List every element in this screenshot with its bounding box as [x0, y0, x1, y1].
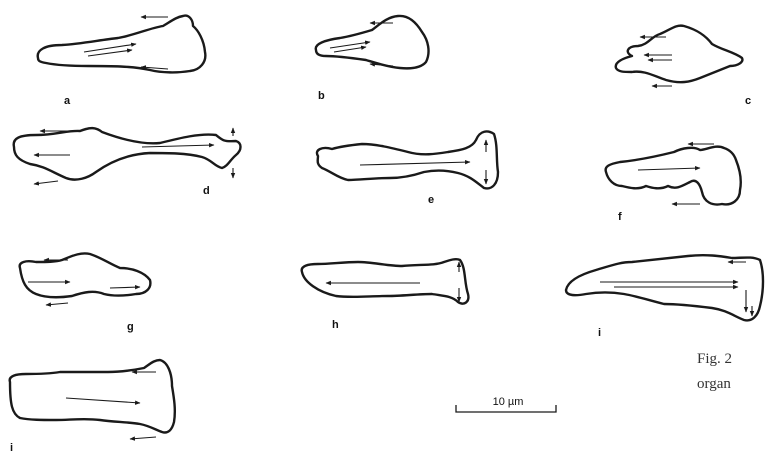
panel-label-i: i — [598, 327, 601, 339]
cell-outline-a: a — [38, 16, 206, 107]
panel-label-g: g — [127, 321, 134, 333]
panel-label-f: f — [618, 211, 622, 223]
caption-line-1: Fig. 2 — [697, 351, 732, 368]
cell-outline-c: c — [616, 26, 751, 107]
panel-label-d: d — [203, 185, 210, 197]
panel-label-c: c — [745, 95, 751, 107]
cell-outline-b: b — [316, 16, 429, 102]
panel-label-e: e — [428, 194, 434, 206]
cell-outline-e: e — [317, 132, 498, 206]
cell-outline-i: i — [566, 255, 763, 339]
scale-bar-label: 10 µm — [493, 396, 524, 408]
panel-label-b: b — [318, 90, 325, 102]
cell-outline-j: j — [9, 360, 175, 451]
cell-outline-f: f — [606, 144, 741, 223]
cell-outline-g: g — [20, 253, 151, 333]
cell-outline-h: h — [302, 259, 469, 331]
panel-label-h: h — [332, 319, 339, 331]
panel-label-j: j — [9, 442, 13, 451]
panel-label-a: a — [64, 95, 71, 107]
cell-outline-d: d — [14, 128, 241, 197]
caption-line-2: organ — [697, 376, 731, 393]
scale-bar: 10 µm — [456, 396, 556, 412]
